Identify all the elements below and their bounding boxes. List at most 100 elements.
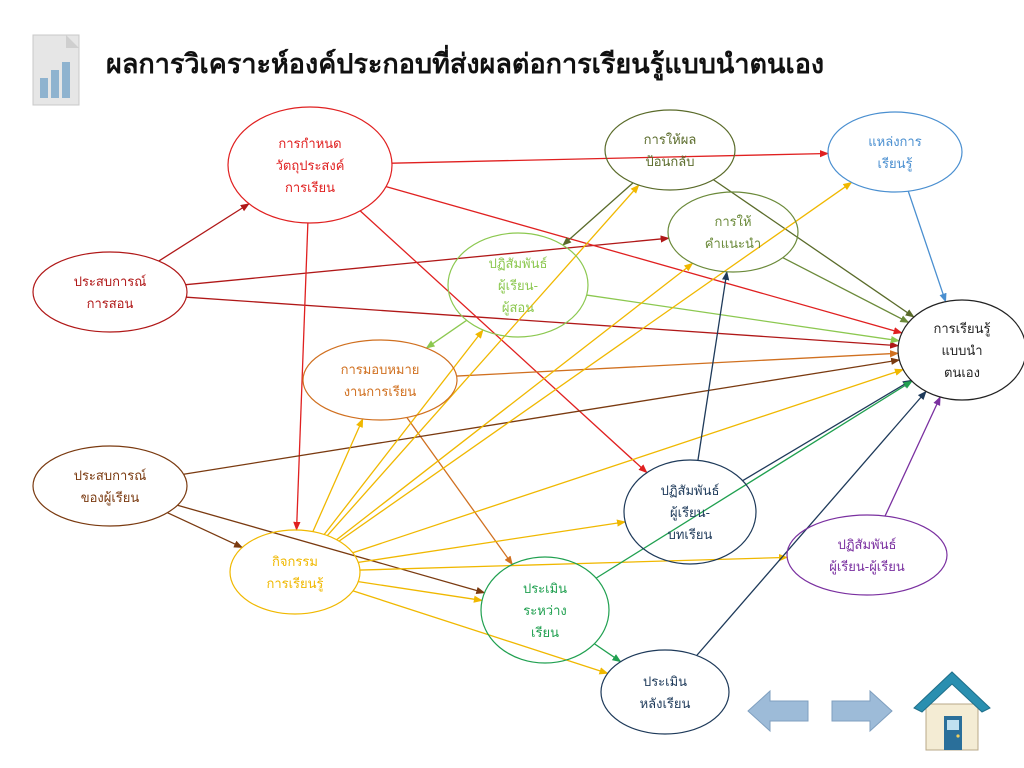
node-summative: ประเมินหลังเรียน bbox=[600, 649, 730, 735]
node-ellipse bbox=[604, 109, 736, 191]
node-ellipse bbox=[600, 649, 730, 735]
edge-objective-to-resources bbox=[391, 150, 829, 164]
edges-layer bbox=[158, 150, 947, 675]
edge-teaching-to-advice bbox=[185, 235, 670, 286]
edge-learner-content-to-advice bbox=[697, 270, 730, 461]
node-label: ปฏิสัมพันธ์ bbox=[661, 483, 720, 499]
edge-activities-to-summative bbox=[352, 590, 609, 675]
edge-learner-instructor-to-assignment bbox=[425, 319, 468, 349]
node-feedback: การให้ผลป้อนกลับ bbox=[604, 109, 736, 191]
node-label: ปฏิสัมพันธ์ bbox=[838, 537, 897, 553]
node-label: ตนเอง bbox=[944, 366, 980, 381]
node-label: ประเมิน bbox=[523, 582, 567, 597]
edge-advice-to-sdl bbox=[782, 257, 910, 324]
edge-activities-to-feedback bbox=[326, 184, 640, 537]
home-icon bbox=[913, 671, 991, 751]
edge-activities-to-advice bbox=[336, 262, 694, 541]
edge-summative-to-sdl bbox=[696, 390, 927, 656]
node-ellipse bbox=[227, 106, 393, 224]
right-arrow-icon bbox=[831, 689, 893, 733]
edge-learner-exp-to-formative bbox=[177, 504, 486, 595]
node-teaching: ประสบการณ์การสอน bbox=[32, 251, 188, 333]
edge-learner-instructor-to-sdl bbox=[586, 294, 900, 344]
edge-teaching-to-sdl bbox=[186, 296, 900, 349]
node-label: เรียนรู้ bbox=[878, 156, 913, 172]
node-learner-content: ปฏิสัมพันธ์ผู้เรียน- บทเรียน bbox=[623, 459, 757, 565]
node-learner-learner: ปฏิสัมพันธ์ผู้เรียน-ผู้เรียน bbox=[786, 514, 948, 596]
edge-objective-to-learner-content bbox=[359, 210, 648, 474]
node-label: ผู้เรียน- bbox=[670, 505, 710, 521]
edge-activities-to-formative bbox=[358, 580, 483, 603]
node-sdl: การเรียนรู้แบบนำตนเอง bbox=[897, 299, 1024, 401]
node-label: เรียน bbox=[531, 625, 559, 641]
node-ellipse bbox=[827, 111, 963, 193]
node-label: ผู้สอน bbox=[502, 301, 534, 316]
node-ellipse bbox=[480, 556, 610, 664]
edge-learner-exp-to-sdl bbox=[183, 357, 901, 475]
edge-resources-to-sdl bbox=[907, 190, 947, 303]
page-title: ผลการวิเคราะห์องค์ประกอบที่ส่งผลต่อการเร… bbox=[106, 49, 825, 80]
node-label: การให้ bbox=[714, 214, 751, 230]
node-label: ปฏิสัมพันธ์ bbox=[489, 256, 548, 272]
node-label: การให้ผล bbox=[644, 132, 697, 148]
edge-activities-to-learner-learner bbox=[359, 553, 789, 571]
back-button[interactable] bbox=[746, 687, 810, 735]
node-label: ผู้เรียน- bbox=[498, 278, 538, 294]
node-ellipse bbox=[32, 445, 188, 527]
edge-activities-to-sdl bbox=[352, 368, 904, 554]
node-label: กิจกรรม bbox=[272, 555, 318, 570]
node-label: การกำหนด bbox=[278, 137, 341, 152]
edge-objective-to-activities bbox=[293, 222, 309, 531]
edge-formative-to-summative bbox=[593, 643, 622, 663]
node-label: แบบนำ bbox=[941, 344, 982, 359]
node-ellipse bbox=[447, 232, 589, 338]
node-label: ผู้เรียน-ผู้เรียน bbox=[829, 559, 905, 575]
node-label: การเรียนรู้ bbox=[266, 576, 323, 592]
edge-teaching-to-objective bbox=[158, 203, 250, 262]
node-label: งานการเรียน bbox=[344, 384, 417, 400]
node-label: ป้อนกลับ bbox=[645, 155, 694, 170]
node-learner-exp: ประสบการณ์ของผู้เรียน bbox=[32, 445, 188, 527]
node-ellipse bbox=[623, 459, 757, 565]
edge-activities-to-resources bbox=[338, 181, 853, 542]
node-label: ประสบการณ์ bbox=[74, 468, 147, 484]
edge-feedback-to-sdl bbox=[713, 179, 915, 318]
node-ellipse bbox=[786, 514, 948, 596]
edge-assignment-to-sdl bbox=[456, 350, 900, 377]
edge-learner-exp-to-activities bbox=[167, 512, 244, 549]
node-label: ระหว่าง bbox=[523, 604, 566, 619]
node-label: หลังเรียน bbox=[640, 696, 691, 712]
node-label: บทเรียน bbox=[668, 527, 713, 543]
edge-activities-to-assignment bbox=[312, 418, 364, 532]
node-label: ประสบการณ์ bbox=[74, 274, 147, 290]
node-ellipse bbox=[32, 251, 188, 333]
home-button[interactable] bbox=[912, 668, 992, 752]
node-label: การเรียน bbox=[285, 180, 335, 196]
forward-button[interactable] bbox=[830, 687, 894, 735]
node-label: การสอน bbox=[87, 297, 134, 312]
node-learner-instructor: ปฏิสัมพันธ์ผู้เรียน- ผู้สอน bbox=[447, 232, 589, 338]
node-ellipse bbox=[667, 191, 799, 273]
node-advice: การให้คำแนะนำ bbox=[667, 191, 799, 273]
edge-learner-learner-to-sdl bbox=[884, 396, 941, 517]
node-label: ประเมิน bbox=[643, 675, 687, 690]
edge-formative-to-sdl bbox=[595, 380, 913, 579]
edge-activities-to-learner-instructor bbox=[323, 329, 484, 535]
node-ellipse bbox=[897, 299, 1024, 401]
edge-activities-to-learner-content bbox=[358, 519, 627, 564]
edge-assignment-to-formative bbox=[406, 417, 513, 566]
node-label: การมอบหมาย bbox=[341, 363, 420, 378]
node-label: ของผู้เรียน bbox=[81, 490, 140, 506]
node-ellipse bbox=[302, 339, 458, 421]
document-chart-icon bbox=[32, 34, 80, 106]
edge-feedback-to-learner-instructor bbox=[562, 182, 634, 246]
node-ellipse bbox=[229, 529, 361, 615]
edge-learner-content-to-sdl bbox=[742, 379, 912, 482]
